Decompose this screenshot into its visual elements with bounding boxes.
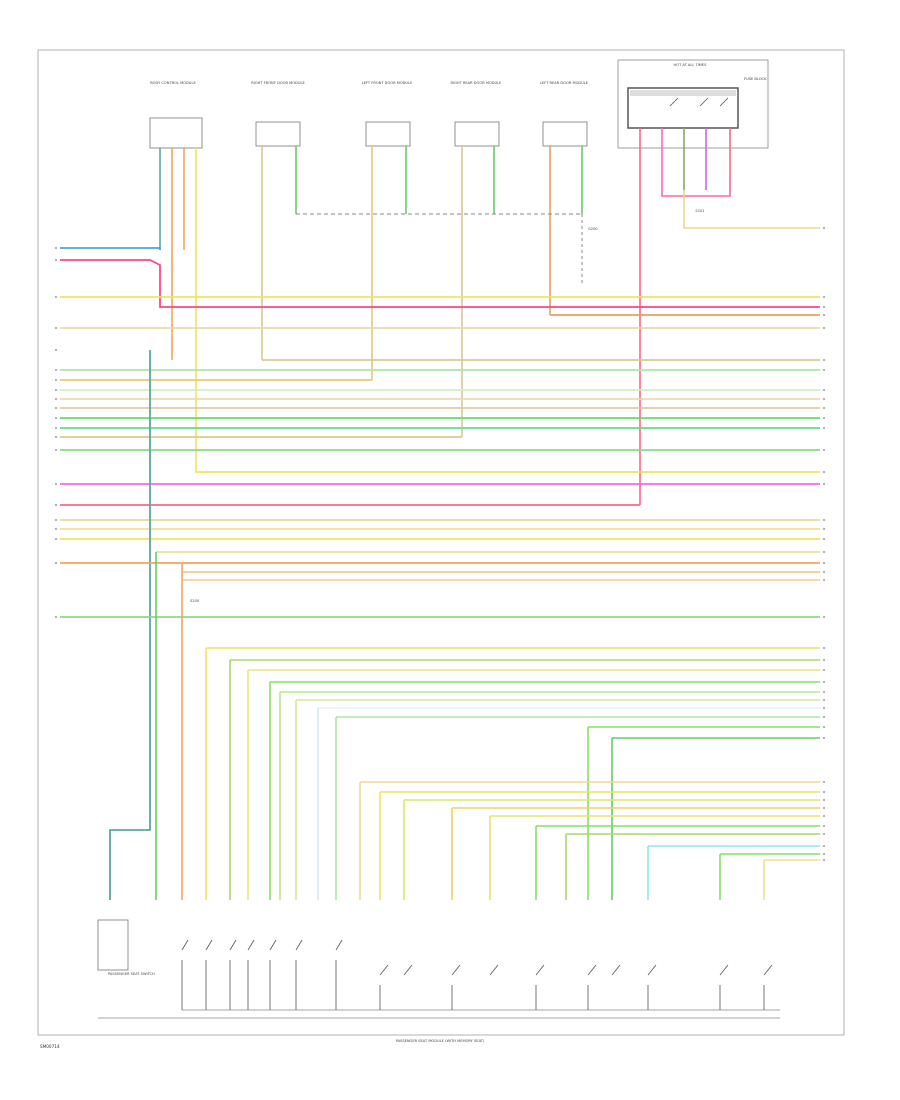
module-5: LEFT REAR DOOR MODULE: [540, 81, 589, 147]
module-4-label: RIGHT REAR DOOR MODULE: [451, 81, 503, 85]
module-1-label: BODY CONTROL MODULE: [150, 81, 196, 85]
module-4: RIGHT REAR DOOR MODULE: [451, 81, 503, 147]
fuse-block: HOT AT ALL TIMES FUSE BLOCK S101: [617, 59, 769, 213]
top-vertical-wires: [159, 128, 820, 505]
fuse-block-title: HOT AT ALL TIMES: [674, 63, 708, 67]
module-2-label: RIGHT FRONT DOOR MODULE: [251, 81, 305, 85]
splice-s200: S200: [190, 599, 200, 603]
horizontal-wires: [60, 247, 820, 900]
figure-ref: SM00714: [40, 1044, 60, 1049]
module-3: LEFT FRONT DOOR MODULE: [362, 81, 413, 147]
splice-s101: S101: [695, 209, 704, 213]
bottom-left-label: PASSENGER SEAT SWITCH: [108, 972, 155, 976]
bottom-switches: [181, 939, 773, 1010]
fuse-block-side-label: FUSE BLOCK: [744, 77, 767, 81]
module-3-label: LEFT FRONT DOOR MODULE: [362, 81, 413, 85]
ground-bus: G200: [296, 213, 598, 285]
bottom-module-label: PASSENGER SEAT MODULE (WITH MEMORY SEAT): [396, 1039, 485, 1043]
ground-label: G200: [588, 227, 598, 231]
edge-terminals: [55, 227, 825, 861]
module-5-label: LEFT REAR DOOR MODULE: [540, 81, 589, 85]
module-1: BODY CONTROL MODULE: [149, 81, 203, 149]
lower-wires: [155, 552, 820, 900]
module-2: RIGHT FRONT DOOR MODULE: [251, 81, 305, 147]
bottom-module: PASSENGER SEAT SWITCH PASSENGER SEAT MOD…: [97, 919, 780, 1043]
diagram-border: [37, 49, 845, 1036]
